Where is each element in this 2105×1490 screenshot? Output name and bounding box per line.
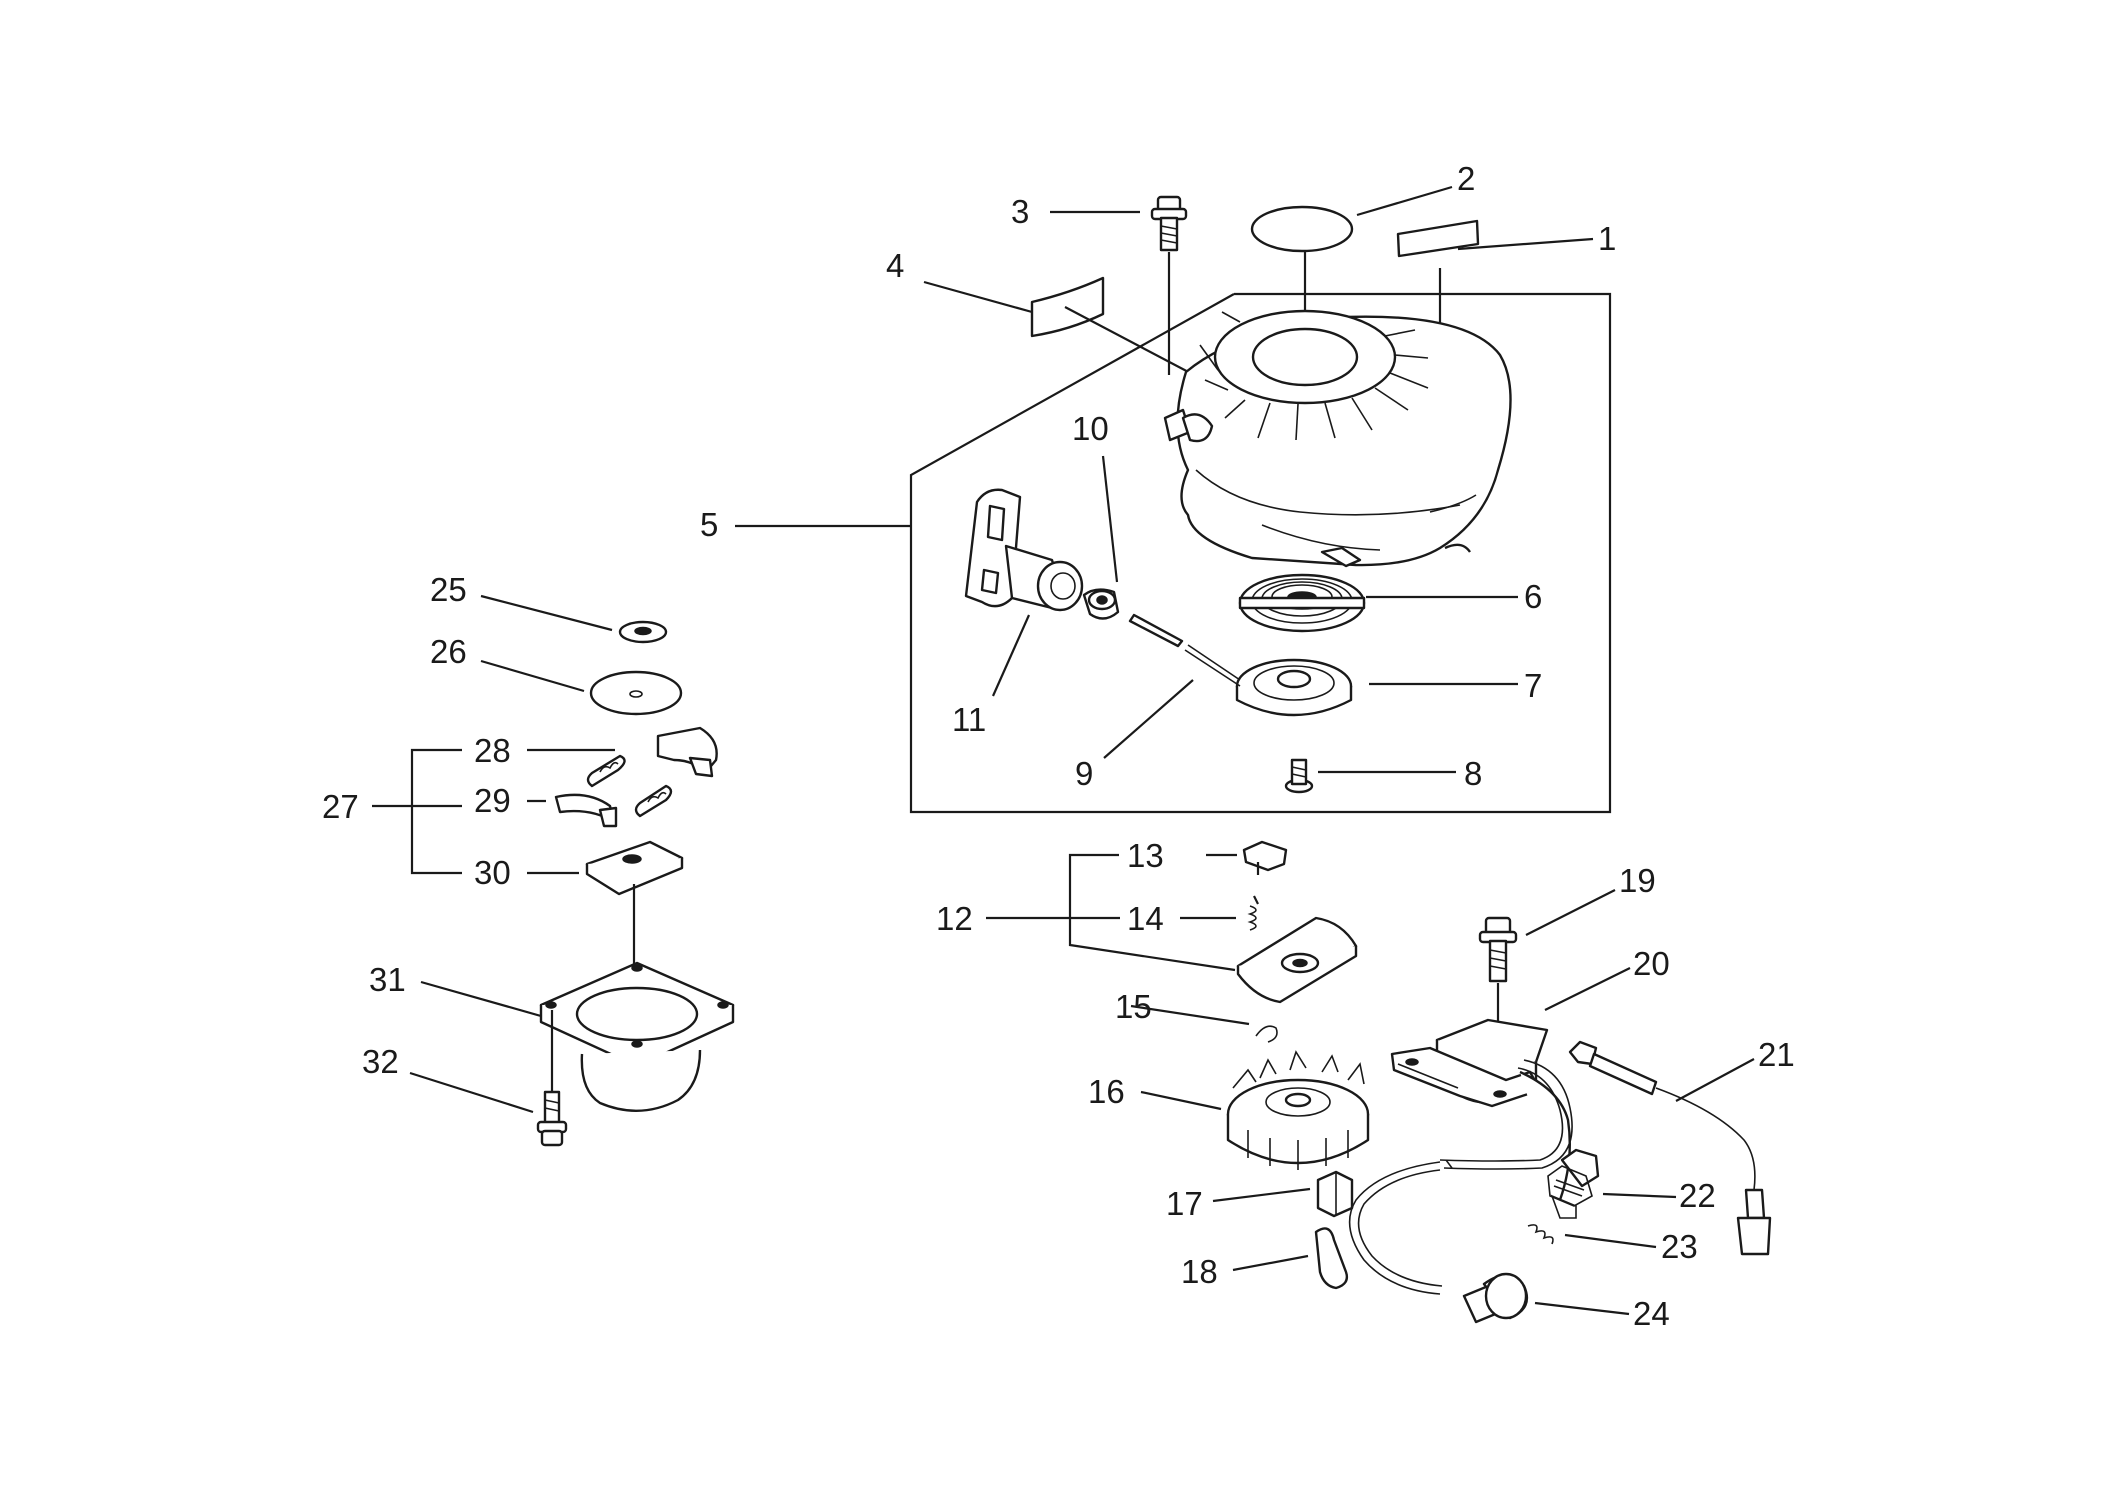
part-spring-28 bbox=[527, 748, 673, 818]
part-washer-25 bbox=[480, 594, 668, 644]
label-25: 25 bbox=[430, 571, 467, 608]
label-6: 6 bbox=[1524, 578, 1542, 615]
part-bolt-32 bbox=[409, 1010, 568, 1147]
part-reel-7 bbox=[1235, 658, 1518, 717]
label-32: 32 bbox=[362, 1043, 399, 1080]
label-2: 2 bbox=[1457, 160, 1475, 197]
part-ratchet-plate bbox=[1236, 916, 1358, 1004]
label-23: 23 bbox=[1661, 1228, 1698, 1265]
label-8: 8 bbox=[1464, 755, 1482, 792]
label-30: 30 bbox=[474, 854, 511, 891]
label-11: 11 bbox=[952, 701, 986, 738]
part-ratchet-13 bbox=[1206, 840, 1288, 875]
part-spring-14 bbox=[1180, 895, 1259, 931]
label-26: 26 bbox=[430, 633, 467, 670]
part-bushing-10 bbox=[1082, 455, 1120, 620]
part-high-tension-lead bbox=[1348, 1059, 1573, 1295]
part-label-4 bbox=[923, 276, 1197, 377]
part-key-17 bbox=[1212, 1170, 1354, 1218]
label-10: 10 bbox=[1072, 410, 1109, 447]
label-19: 19 bbox=[1619, 862, 1656, 899]
part-circlip-15 bbox=[1130, 1004, 1278, 1043]
label-24: 24 bbox=[1633, 1295, 1670, 1332]
part-ignition-coil-20 bbox=[1390, 967, 1631, 1201]
part-cushion-30 bbox=[527, 840, 684, 990]
part-clutch-shoe-29 bbox=[527, 726, 718, 828]
label-22: 22 bbox=[1679, 1177, 1716, 1214]
part-handle-11 bbox=[964, 488, 1084, 697]
part-spring-6 bbox=[1238, 573, 1518, 633]
label-20: 20 bbox=[1633, 945, 1670, 982]
label-13: 13 bbox=[1127, 837, 1164, 874]
part-cap bbox=[1250, 185, 1453, 352]
callout-labels: 1 2 3 4 5 6 7 8 9 10 11 12 13 14 15 16 1… bbox=[322, 160, 1795, 1332]
part-bolt-3 bbox=[1050, 195, 1188, 375]
label-15: 15 bbox=[1115, 988, 1152, 1025]
part-screw-8 bbox=[1284, 758, 1456, 794]
label-28: 28 bbox=[474, 732, 511, 769]
label-21: 21 bbox=[1758, 1036, 1795, 1073]
label-16: 16 bbox=[1088, 1073, 1125, 1110]
part-rope-9 bbox=[1103, 613, 1241, 759]
label-1: 1 bbox=[1598, 220, 1616, 257]
label-12: 12 bbox=[936, 900, 973, 937]
label-18: 18 bbox=[1181, 1253, 1218, 1290]
part-plate-26 bbox=[480, 659, 683, 716]
label-7: 7 bbox=[1524, 667, 1542, 704]
label-17: 17 bbox=[1166, 1185, 1203, 1222]
label-4: 4 bbox=[886, 247, 904, 284]
label-9: 9 bbox=[1075, 755, 1093, 792]
part-clutch-case-31 bbox=[420, 961, 735, 1112]
part-stop-wire-21 bbox=[1568, 1040, 1772, 1256]
part-spark-plug-22 bbox=[1547, 1148, 1677, 1219]
bracket-27 bbox=[372, 748, 462, 875]
label-5: 5 bbox=[700, 506, 718, 543]
bracket-12 bbox=[986, 853, 1236, 972]
part-spring-23 bbox=[1527, 1224, 1657, 1249]
starter-assembly-frame bbox=[735, 292, 1612, 814]
label-27: 27 bbox=[322, 788, 359, 825]
label-31: 31 bbox=[369, 961, 406, 998]
part-bolt-19 bbox=[1478, 889, 1616, 1076]
label-14: 14 bbox=[1127, 900, 1164, 937]
part-starter-cover bbox=[1163, 309, 1512, 568]
part-flywheel-16 bbox=[1140, 1050, 1370, 1170]
part-plug-cap-24 bbox=[1462, 1272, 1630, 1324]
label-3: 3 bbox=[1011, 193, 1029, 230]
part-tube-18 bbox=[1232, 1227, 1349, 1290]
label-29: 29 bbox=[474, 782, 511, 819]
